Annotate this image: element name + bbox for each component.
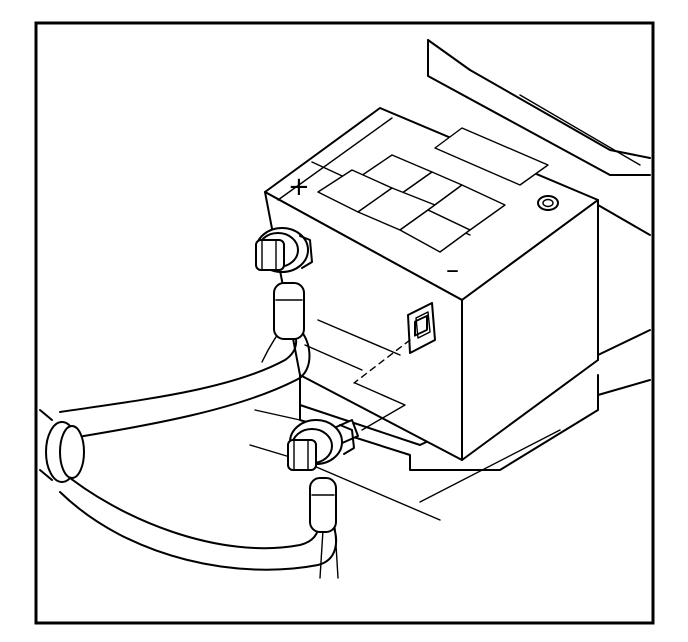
cable-icon <box>39 317 339 579</box>
battery <box>264 107 599 461</box>
negative-terminal-mark: – <box>446 255 459 285</box>
negative-terminal-bolt-icon <box>287 419 359 533</box>
vehicle-body-lines <box>427 39 651 396</box>
positive-terminal-mark: + <box>288 172 310 202</box>
positive-terminal-bolt-icon <box>255 227 313 340</box>
figure-frame <box>34 21 655 625</box>
